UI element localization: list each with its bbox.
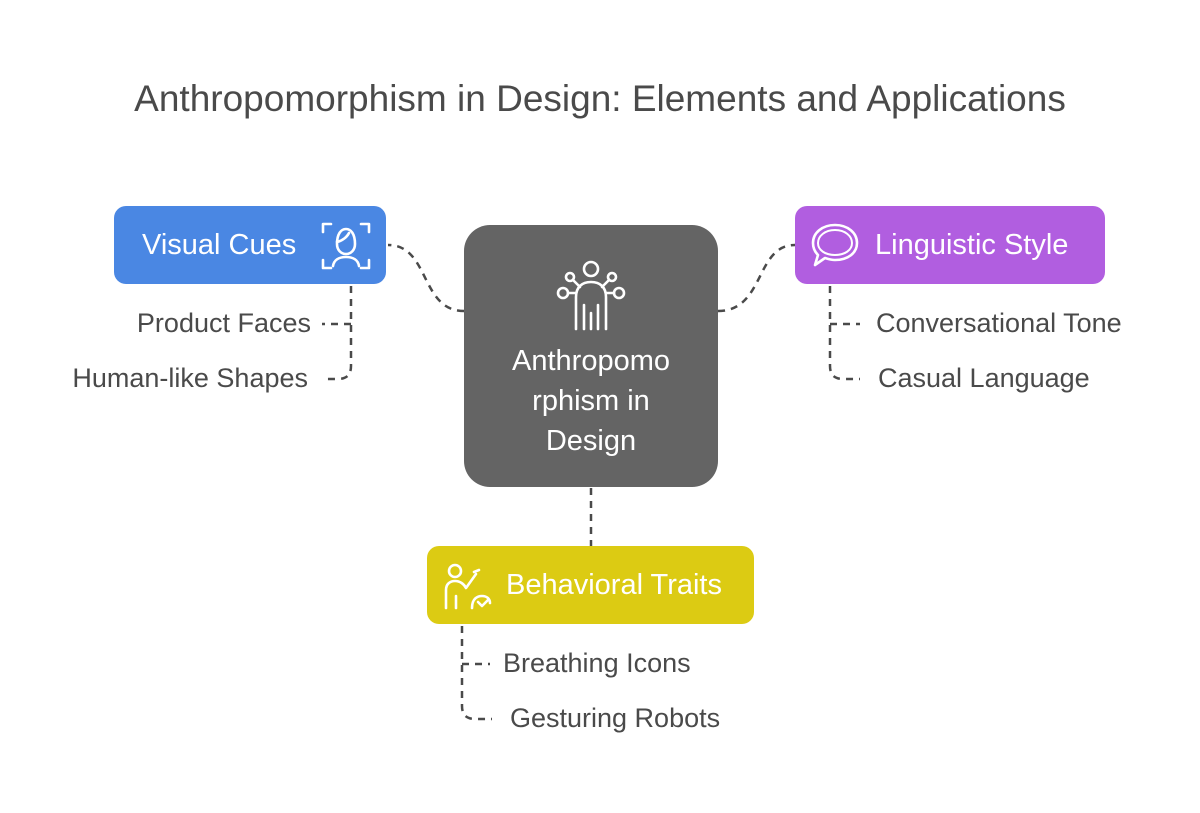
linguistic-style-node: Linguistic Style (795, 206, 1105, 284)
connector-linguistic-items (828, 286, 860, 381)
center-label-line3: Design (545, 425, 637, 457)
center-node: Anthropomo rphism in Design (464, 225, 718, 487)
center-label-line1: Anthropomo (512, 345, 670, 377)
person-network-icon (554, 259, 628, 340)
center-label: Anthropomo rphism in Design (464, 341, 718, 461)
connector-center-linguistic (717, 243, 796, 313)
linguistic-item-conversational-tone: Conversational Tone (876, 308, 1122, 338)
diagram-title: Anthropomorphism in Design: Elements and… (134, 78, 1066, 119)
visual-cues-label: Visual Cues (142, 228, 297, 261)
behavioral-item-breathing-icons: Breathing Icons (503, 648, 691, 678)
speech-bubble-icon (810, 222, 860, 273)
person-gesture-icon (442, 562, 494, 615)
face-scan-icon (320, 220, 372, 277)
center-label-line2: rphism in (532, 385, 650, 417)
connector-behavioral-items (460, 626, 492, 721)
linguistic-style-label: Linguistic Style (875, 228, 1069, 261)
visual-item-human-like-shapes: Human-like Shapes (72, 363, 308, 393)
connector-visual-items (322, 286, 353, 381)
behavioral-item-gesturing-robots: Gesturing Robots (510, 703, 721, 733)
linguistic-item-casual-language: Casual Language (878, 363, 1090, 393)
connector-center-visual (387, 243, 465, 313)
behavioral-traits-label: Behavioral Traits (506, 568, 722, 601)
visual-cues-node: Visual Cues (114, 206, 386, 284)
visual-item-product-faces: Product Faces (136, 308, 311, 338)
behavioral-traits-node: Behavioral Traits (427, 546, 754, 624)
